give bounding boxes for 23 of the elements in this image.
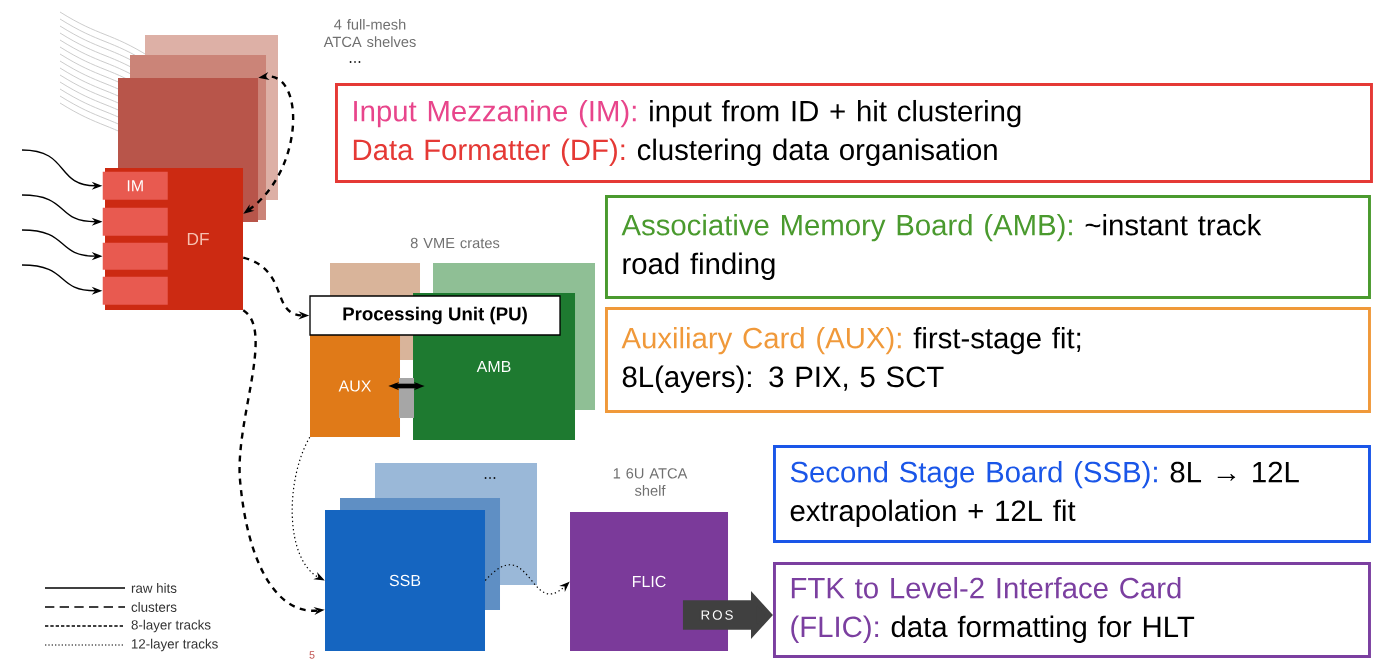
note-text: ... — [349, 61, 361, 63]
unit-label-box: Processing Unit (PU) — [309, 295, 561, 336]
mezzanine-card: IM — [102, 171, 168, 200]
note-text: 4 full-mesh ATCA shelves — [323, 18, 416, 48]
caption-text: 1 6U ATCA shelf — [613, 468, 688, 496]
description-box: Auxiliary Card (AUX): first-stage fit; 8L(ayers): 3 PIX, 5 SCT — [605, 307, 1371, 413]
mezzanine-card — [102, 207, 168, 236]
mezzanine-card — [102, 276, 168, 305]
mezzanine-card — [102, 242, 168, 270]
note-text: 5 — [309, 651, 315, 659]
legend-item: raw hits — [44, 583, 177, 593]
description-box: Input Mezzanine (IM): input from ID + hit clustering Data Formatter (DF): clustering data organisation — [335, 83, 1373, 183]
ssb-board: SSB — [325, 510, 485, 651]
note-text: ... — [484, 477, 496, 479]
note-text: 8 VME crates — [410, 237, 500, 249]
legend-item: 8-layer tracks — [44, 619, 211, 633]
description-box: FTK to Level-2 Interface Card (FLIC): data formatting for HLT — [773, 562, 1371, 658]
description-box: Second Stage Board (SSB): 8L → 12L extrapolation + 12L fit — [773, 445, 1371, 543]
aux-card: AUX — [310, 335, 400, 437]
legend-item: 12-layer tracks — [44, 638, 218, 652]
legend-item: clusters — [44, 602, 177, 612]
arrow — [484, 564, 570, 595]
description-box: Associative Memory Board (AMB): ~instant track road finding — [605, 195, 1371, 299]
